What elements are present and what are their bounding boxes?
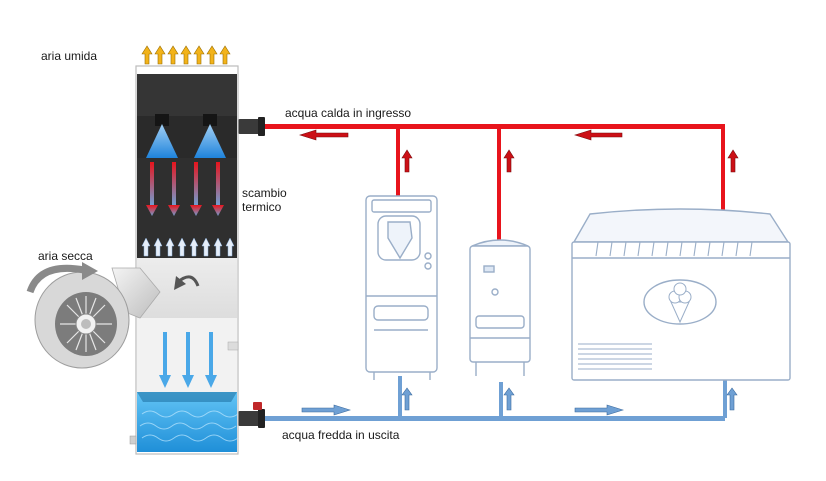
fan-icon bbox=[26, 262, 200, 369]
label-hot-water-in: acqua calda in ingresso bbox=[285, 106, 412, 120]
label-cold-water-out: acqua fredda in uscita bbox=[282, 428, 400, 442]
water-spray-icon bbox=[194, 124, 226, 158]
cold-water-pipe bbox=[238, 376, 727, 428]
label-humid-air: aria umida bbox=[41, 49, 98, 63]
gelato-display-case bbox=[571, 208, 791, 381]
cooling-tower bbox=[129, 65, 239, 455]
flow-arrow-icon bbox=[301, 387, 738, 416]
ice-cream-cone-icon bbox=[668, 282, 692, 324]
label-dry-air: aria secca bbox=[38, 249, 93, 263]
flow-arrow-icon bbox=[141, 45, 231, 65]
batch-freezer-machine bbox=[365, 195, 438, 380]
flow-arrow-icon bbox=[298, 129, 739, 173]
label-heat-exchange: scambio termico bbox=[242, 186, 287, 214]
hot-water-pipe bbox=[238, 117, 725, 240]
water-spray-icon bbox=[146, 124, 178, 158]
pasteurizer-machine bbox=[469, 239, 531, 376]
